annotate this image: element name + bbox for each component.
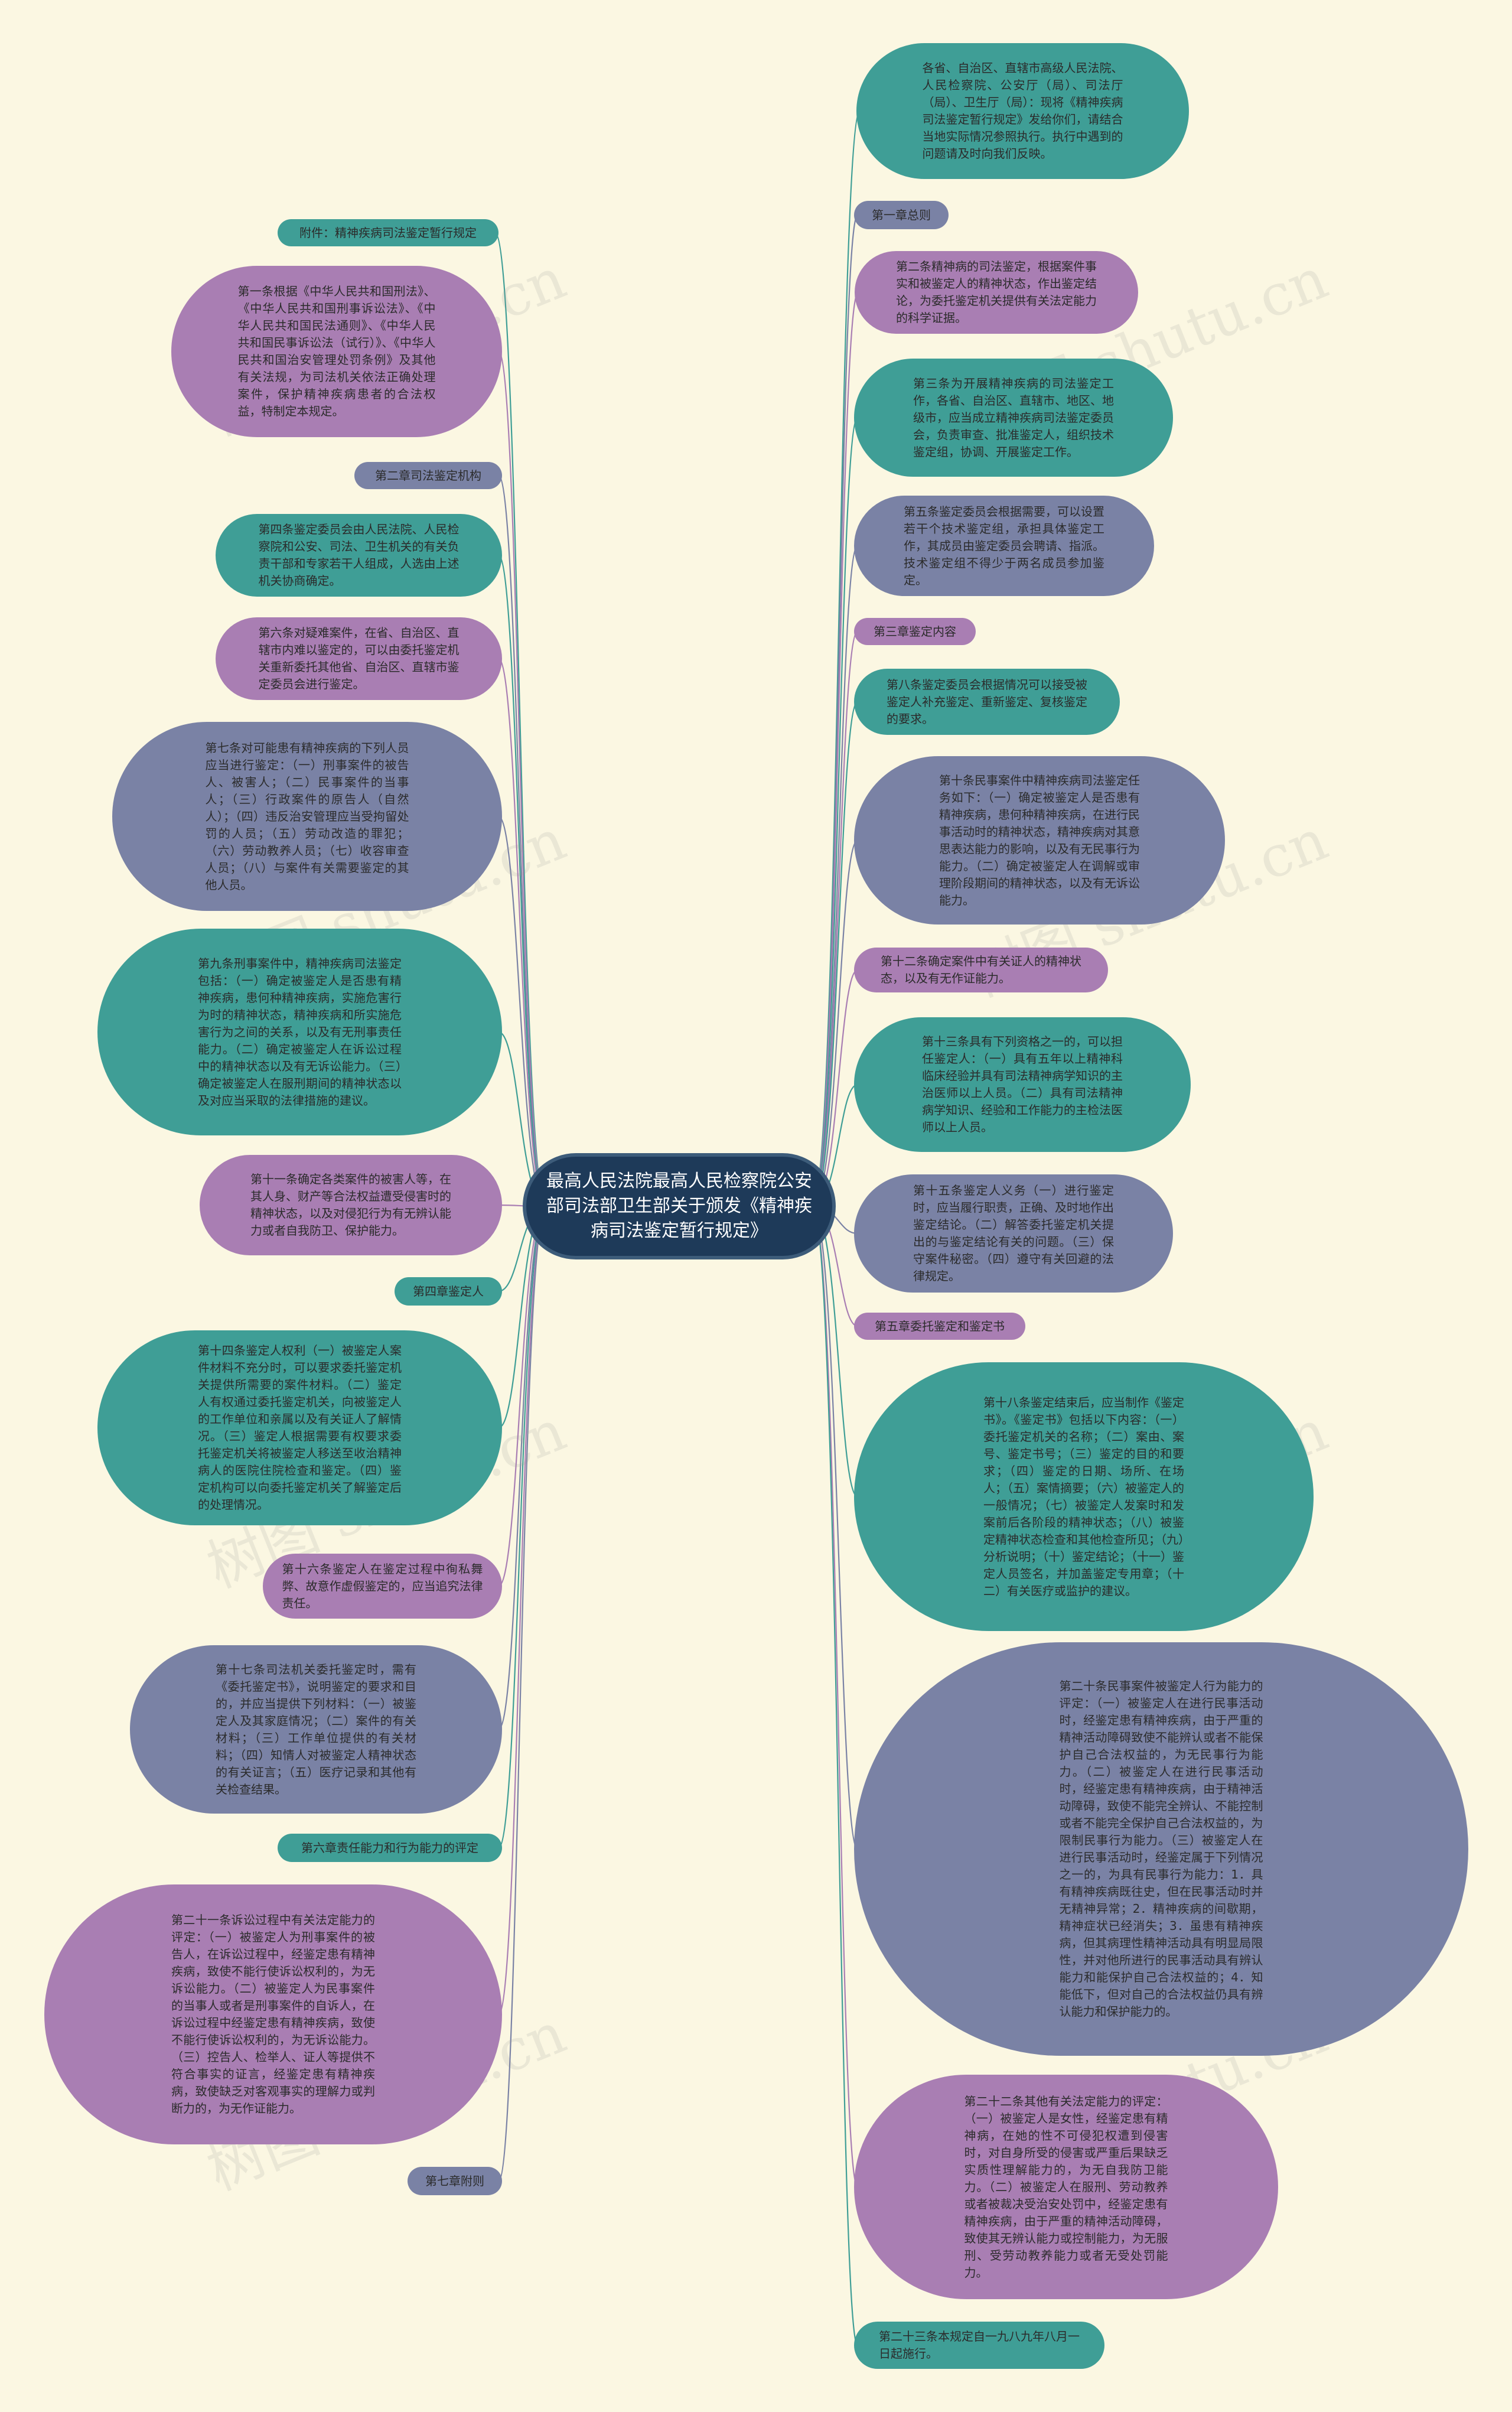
node-article-12[interactable]: 第十二条确定案件中有关证人的精神状态，以及有无作证能力。: [854, 948, 1108, 992]
node-chapter-5[interactable]: 第五章委托鉴定和鉴定书: [854, 1313, 1025, 1340]
node-article-12-text: 第十二条确定案件中有关证人的精神状态，以及有无作证能力。: [881, 954, 1081, 985]
connector-line-30: [498, 1205, 547, 2016]
node-chapter-1[interactable]: 第一章总则: [854, 201, 949, 229]
node-chapter-2-text: 第二章司法鉴定机构: [375, 468, 481, 483]
node-article-22-text: 第二十二条其他有关法定能力的评定：（一）被鉴定人是女性，经鉴定患有精神病，在她的…: [964, 2094, 1168, 2280]
node-article-6[interactable]: 第六条对疑难案件，在省、自治区、直辖市内难以鉴定的，可以由委托鉴定机关重新委托其…: [216, 617, 502, 700]
node-notice-preamble-text: 各省、自治区、直辖市高级人民法院、人民检察院、公安厅（局）、司法厅（局）、卫生厅…: [922, 61, 1123, 161]
node-article-7-text: 第七条对可能患有精神疾病的下列人员应当进行鉴定：（一）刑事案件的被告人、被害人；…: [205, 740, 409, 892]
node-article-17[interactable]: 第十七条司法机关委托鉴定时，需有《委托鉴定书》，说明鉴定的要求和目的，并应当提供…: [130, 1645, 502, 1814]
node-article-23[interactable]: 第二十三条本规定自一九八九年八月一日起施行。: [854, 2322, 1104, 2369]
node-article-20-text: 第二十条民事案件被鉴定人行为能力的评定：（一）被鉴定人在进行民事活动时，经鉴定患…: [1059, 1679, 1263, 2019]
node-article-4[interactable]: 第四条鉴定委员会由人民法院、人民检察院和公安、司法、卫生机关的有关负责干部和专家…: [216, 514, 502, 597]
node-notice-preamble[interactable]: 各省、自治区、直辖市高级人民法院、人民检察院、公安厅（局）、司法厅（局）、卫生厅…: [856, 43, 1189, 179]
node-article-14[interactable]: 第十四条鉴定人权利（一）被鉴定人案件材料不充分时，可以要求委托鉴定机关提供所需要…: [97, 1330, 502, 1525]
connector-line-31: [498, 1205, 547, 2182]
connector-line-14: [812, 1205, 859, 1850]
mindmap-root-node[interactable]: 最高人民法院最高人民检察院公安部司法部卫生部关于颁发《精神疾病司法鉴定暂行规定》: [523, 1153, 836, 1259]
node-article-23-text: 第二十三条本规定自一九八九年八月一日起施行。: [879, 2329, 1080, 2361]
node-chapter-5-text: 第五章委托鉴定和鉴定书: [875, 1319, 1005, 1333]
node-chapter-2[interactable]: 第二章司法鉴定机构: [354, 462, 502, 489]
node-article-7[interactable]: 第七条对可能患有精神疾病的下列人员应当进行鉴定：（一）刑事案件的被告人、被害人；…: [112, 722, 502, 911]
node-article-14-text: 第十四条鉴定人权利（一）被鉴定人案件材料不充分时，可以要求委托鉴定机关提供所需要…: [198, 1343, 402, 1512]
node-appendix[interactable]: 附件：精神疾病司法鉴定暂行规定: [278, 219, 498, 246]
node-chapter-3-text: 第三章鉴定内容: [874, 624, 956, 639]
connector-line-29: [498, 1205, 547, 1849]
node-article-11-text: 第十一条确定各类案件的被害人等，在其人身、财产等合法权益遭受侵害时的精神状态，以…: [250, 1172, 451, 1238]
root-title: 最高人民法院最高人民检察院公安部司法部卫生部关于颁发《精神疾病司法鉴定暂行规定》: [546, 1171, 812, 1241]
node-appendix-text: 附件：精神疾病司法鉴定暂行规定: [299, 225, 477, 240]
node-article-18[interactable]: 第十八条鉴定结束后，应当制作《鉴定书》。《鉴定书》包括以下内容：（一）委托鉴定机…: [854, 1362, 1314, 1631]
node-chapter-6[interactable]: 第六章责任能力和行为能力的评定: [278, 1834, 502, 1862]
node-article-9[interactable]: 第九条刑事案件中，精神疾病司法鉴定包括：（一）确定被鉴定人是否患有精神疾病，患何…: [97, 929, 502, 1135]
node-article-15-text: 第十五条鉴定人义务（一）进行鉴定时，应当履行职责，正确、及时地作出鉴定结论。（二…: [913, 1183, 1114, 1283]
node-article-8-text: 第八条鉴定委员会根据情况可以接受被鉴定人补充鉴定、重新鉴定、复核鉴定的要求。: [887, 677, 1087, 726]
node-article-3-text: 第三条为开展精神疾病的司法鉴定工作，各省、自治区、直辖市、地区、地级市，应当成立…: [913, 376, 1114, 459]
node-article-9-text: 第九条刑事案件中，精神疾病司法鉴定包括：（一）确定被鉴定人是否患有精神疾病，患何…: [198, 956, 402, 1108]
node-article-8[interactable]: 第八条鉴定委员会根据情况可以接受被鉴定人补充鉴定、重新鉴定、复核鉴定的要求。: [854, 669, 1120, 735]
connector-line-3: [812, 291, 859, 1207]
node-article-22[interactable]: 第二十二条其他有关法定能力的评定：（一）被鉴定人是女性，经鉴定患有精神病，在她的…: [854, 2075, 1278, 2299]
node-article-11[interactable]: 第十一条确定各类案件的被害人等，在其人身、财产等合法权益遭受侵害时的精神状态，以…: [200, 1155, 502, 1255]
connector-line-4: [812, 416, 859, 1207]
connector-line-22: [498, 815, 547, 1207]
node-chapter-4-text: 第四章鉴定人: [413, 1284, 484, 1298]
connector-line-20: [498, 554, 547, 1207]
connector-line-18: [498, 350, 547, 1207]
node-article-2-text: 第二条精神病的司法鉴定，根据案件事实和被鉴定人的精神状态，作出鉴定结论，为委托鉴…: [896, 259, 1097, 325]
node-article-10[interactable]: 第十条民事案件中精神疾病司法鉴定任务如下：（一）确定被鉴定人是否患有精神疾病，患…: [854, 756, 1225, 925]
node-chapter-4[interactable]: 第四章鉴定人: [395, 1277, 502, 1306]
node-article-5[interactable]: 第五条鉴定委员会根据需要，可以设置若干个技术鉴定组，承担具体鉴定工作，其成员由鉴…: [854, 496, 1154, 596]
node-article-15[interactable]: 第十五条鉴定人义务（一）进行鉴定时，应当履行职责，正确、及时地作出鉴定结论。（二…: [854, 1174, 1173, 1293]
node-chapter-7-text: 第七章附则: [425, 2173, 484, 2188]
connector-line-16: [812, 1205, 859, 2346]
node-article-20[interactable]: 第二十条民事案件被鉴定人行为能力的评定：（一）被鉴定人在进行民事活动时，经鉴定患…: [854, 1642, 1468, 2056]
node-article-1[interactable]: 第一条根据《中华人民共和国刑法》、《中华人民共和国刑事诉讼法》、《中华人民共和国…: [171, 266, 502, 437]
node-chapter-7[interactable]: 第七章附则: [408, 2167, 502, 2195]
node-article-21[interactable]: 第二十一条诉讼过程中有关法定能力的评定：（一）被鉴定人为刑事案件的被告人，在诉讼…: [44, 1884, 502, 2144]
node-article-10-text: 第十条民事案件中精神疾病司法鉴定任务如下：（一）确定被鉴定人是否患有精神疾病，患…: [939, 773, 1140, 907]
node-article-2[interactable]: 第二条精神病的司法鉴定，根据案件事实和被鉴定人的精神状态，作出鉴定结论，为委托鉴…: [855, 251, 1138, 334]
node-article-16[interactable]: 第十六条鉴定人在鉴定过程中徇私舞弊、故意作虚假鉴定的，应当追究法律责任。: [263, 1554, 502, 1619]
node-article-1-text: 第一条根据《中华人民共和国刑法》、《中华人民共和国刑事诉讼法》、《中华人民共和国…: [237, 284, 436, 418]
node-article-13-text: 第十三条具有下列资格之一的，可以担任鉴定人：（一）具有五年以上精神科临床经验并具…: [922, 1034, 1123, 1134]
node-chapter-1-text: 第一章总则: [872, 207, 931, 222]
node-article-5-text: 第五条鉴定委员会根据需要，可以设置若干个技术鉴定组，承担具体鉴定工作，其成员由鉴…: [904, 504, 1104, 587]
node-article-16-text: 第十六条鉴定人在鉴定过程中徇私舞弊、故意作虚假鉴定的，应当追究法律责任。: [282, 1561, 483, 1610]
node-chapter-3[interactable]: 第三章鉴定内容: [854, 618, 976, 645]
node-article-18-text: 第十八条鉴定结束后，应当制作《鉴定书》。《鉴定书》包括以下内容：（一）委托鉴定机…: [983, 1395, 1184, 1598]
connector-line-15: [812, 1205, 859, 2188]
node-chapter-6-text: 第六章责任能力和行为能力的评定: [301, 1840, 478, 1855]
node-article-6-text: 第六条对疑难案件，在省、自治区、直辖市内难以鉴定的，可以由委托鉴定机关重新委托其…: [258, 626, 460, 691]
node-article-13[interactable]: 第十三条具有下列资格之一的，可以担任鉴定人：（一）具有五年以上精神科临床经验并具…: [854, 1017, 1191, 1152]
connector-line-5: [812, 545, 859, 1207]
node-article-21-text: 第二十一条诉讼过程中有关法定能力的评定：（一）被鉴定人为刑事案件的被告人，在诉讼…: [171, 1913, 375, 2115]
node-article-17-text: 第十七条司法机关委托鉴定时，需有《委托鉴定书》，说明鉴定的要求和目的，并应当提供…: [216, 1662, 416, 1796]
connector-line-17: [494, 232, 547, 1207]
node-article-3[interactable]: 第三条为开展精神疾病的司法鉴定工作，各省、自治区、直辖市、地区、地级市，应当成立…: [854, 359, 1173, 477]
node-article-4-text: 第四条鉴定委员会由人民法院、人民检察院和公安、司法、卫生机关的有关负责干部和专家…: [258, 522, 460, 588]
